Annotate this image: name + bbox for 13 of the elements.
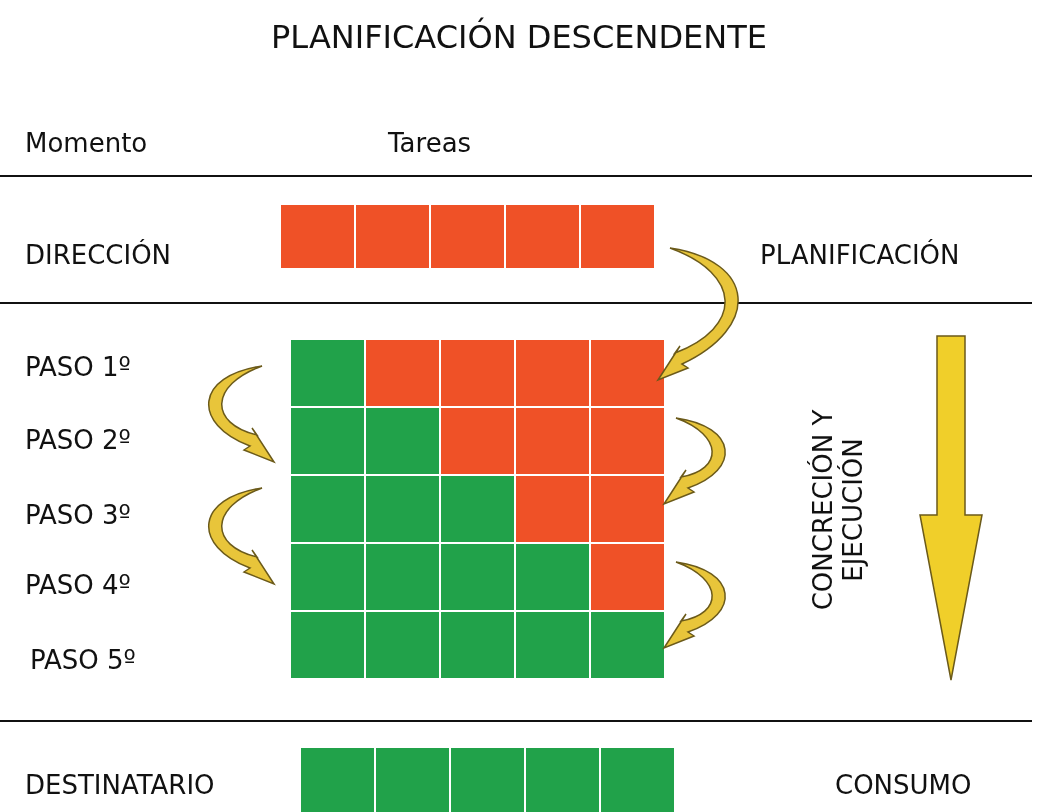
row-label: PASO 1º	[25, 352, 131, 382]
row-label: PASO 2º	[25, 425, 131, 455]
column-header: Momento	[25, 128, 148, 158]
row-label: PASO 3º	[25, 500, 131, 530]
row-label: PLANIFICACIÓN	[760, 240, 960, 270]
row-label: DESTINATARIO	[25, 770, 215, 800]
row-label: PASO 5º	[30, 645, 136, 675]
title: PLANIFICACIÓN DESCENDENTE	[270, 18, 768, 56]
row-label: DIRECCIÓN	[25, 240, 172, 270]
column-header: Tareas	[388, 128, 472, 158]
vertical-label: CONCRECIÓN Y EJECUCIÓN	[808, 408, 868, 613]
row-label: PASO 4º	[25, 570, 131, 600]
row-label: CONSUMO	[835, 770, 972, 800]
